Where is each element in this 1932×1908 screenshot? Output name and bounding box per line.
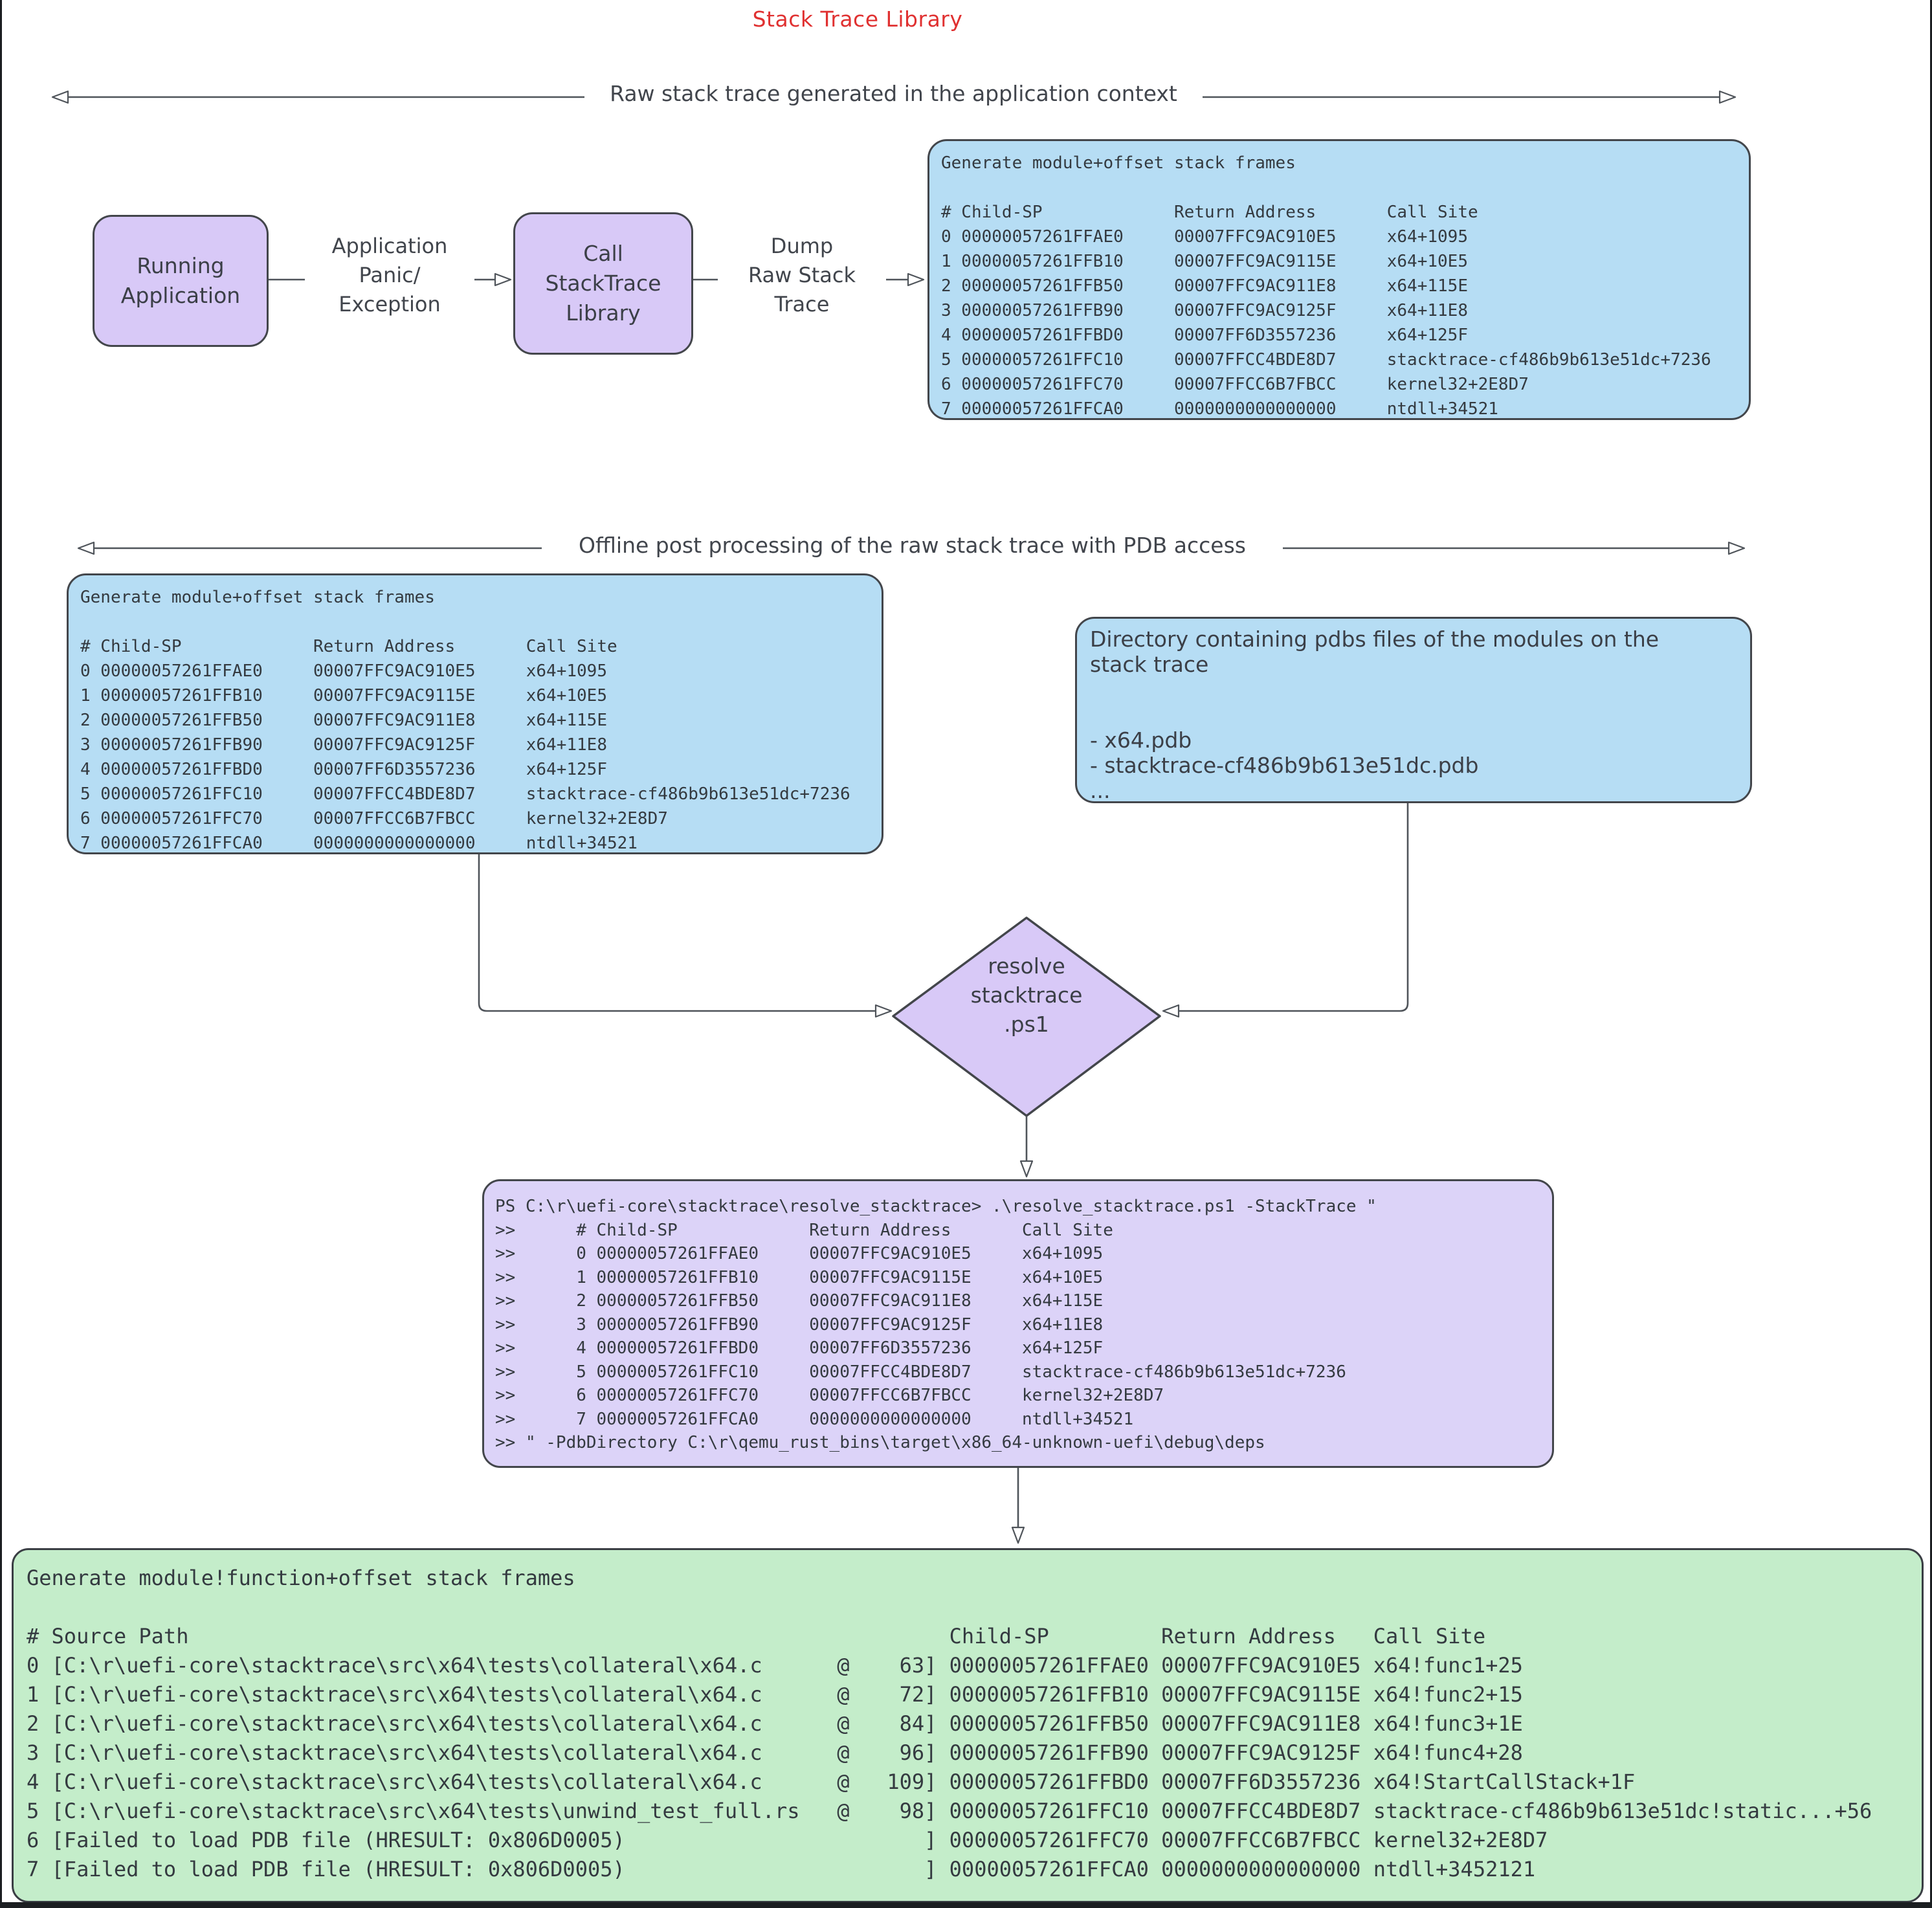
resolved-stack-frames-box: Generate module!function+offset stack fr… <box>12 1548 1924 1902</box>
call-stacktrace-library-box: Call StackTrace Library <box>513 212 693 355</box>
section-2-label: Offline post processing of the raw stack… <box>542 531 1283 560</box>
section-2-arrowhead-right <box>1727 541 1746 555</box>
frames-to-resolver-line <box>478 853 876 1012</box>
pdb-to-resolver-line <box>1179 799 1409 1012</box>
powershell-terminal-box: PS C:\r\uefi-core\stacktrace\resolve_sta… <box>482 1179 1554 1468</box>
frames-to-resolver-arrowhead <box>874 1004 893 1018</box>
resolver-label: resolve stacktrace .ps1 <box>970 953 1083 1037</box>
section-1-label: Raw stack trace generated in the applica… <box>584 79 1203 109</box>
resolved-stack-frames-text: Generate module!function+offset stack fr… <box>27 1566 1872 1881</box>
resolver-to-terminal-arrowhead <box>1019 1160 1034 1178</box>
pdb-directory-box: Directory containing pdbs files of the m… <box>1075 617 1752 803</box>
page-title: Stack Trace Library <box>752 6 963 32</box>
panic-arrowhead <box>494 272 512 287</box>
dump-raw-stack-trace-label: Dump Raw Stack Trace <box>718 232 886 319</box>
pdb-to-resolver-arrowhead <box>1162 1004 1180 1018</box>
offline-stack-frames-text: Generate module+offset stack frames # Ch… <box>80 588 850 853</box>
raw-stack-frames-text: Generate module+offset stack frames # Ch… <box>941 153 1711 419</box>
powershell-terminal-output: PS C:\r\uefi-core\stacktrace\resolve_sta… <box>495 1197 1377 1452</box>
section-1-arrowhead-right <box>1718 90 1737 104</box>
application-panic-exception-label: Application Panic/ Exception <box>305 232 474 319</box>
terminal-to-resolved-arrowhead <box>1011 1526 1025 1544</box>
running-application-box: Running Application <box>93 215 269 347</box>
raw-stack-frames-box: Generate module+offset stack frames # Ch… <box>927 139 1751 420</box>
section-1-arrowhead-left <box>51 90 69 104</box>
dump-arrowhead <box>907 272 925 287</box>
offline-stack-frames-box: Generate module+offset stack frames # Ch… <box>67 573 883 854</box>
section-2-arrowhead-left <box>77 541 95 555</box>
